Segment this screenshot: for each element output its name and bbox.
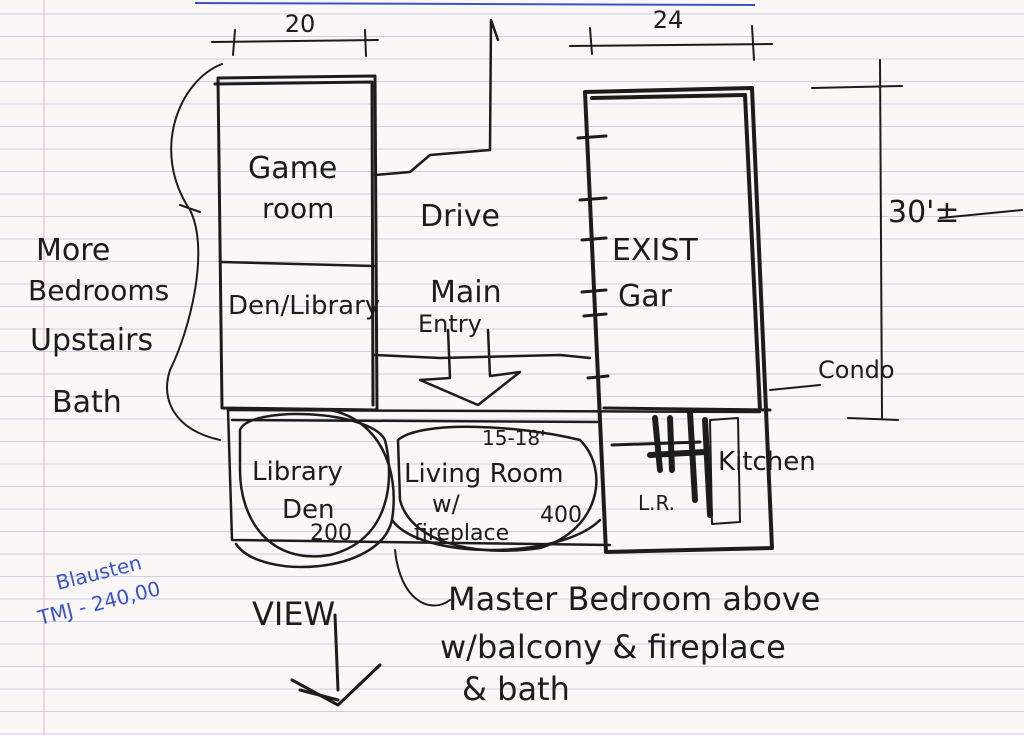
height-dimension xyxy=(811,59,1023,421)
master-note-line-3: & bath xyxy=(462,670,570,708)
left-width-label: 20 xyxy=(285,10,316,38)
living-room-label-2: w/ xyxy=(432,490,461,518)
living-room-label-1: Living Room xyxy=(404,459,564,489)
height-label: 30'± xyxy=(888,195,960,230)
kitchen-counter xyxy=(709,417,741,525)
existing-garage-label-2: Gar xyxy=(618,279,673,314)
game-room-label-2: room xyxy=(262,192,334,225)
living-room-size: 400 xyxy=(540,503,582,528)
view-arrow xyxy=(290,613,382,707)
master-pointer xyxy=(394,549,451,607)
paper-ruling xyxy=(0,13,1024,735)
den-library-label: Den/Library xyxy=(228,291,380,321)
condo-pointer xyxy=(769,384,821,391)
more-bedrooms-label-2: Bedrooms xyxy=(28,274,169,307)
library-den-label-2: Den xyxy=(282,495,335,525)
garage-outline xyxy=(583,86,774,554)
lr-label: L.R. xyxy=(638,491,675,515)
left-width-dimension xyxy=(211,29,379,57)
right-width-label: 24 xyxy=(653,6,684,34)
master-note-line-2: w/balcony & fireplace xyxy=(440,628,786,666)
more-bedrooms-label-1: More xyxy=(36,233,110,268)
top-blue-line xyxy=(194,2,756,6)
existing-garage-label-1: EXIST xyxy=(612,233,698,268)
lower-addition-outline xyxy=(226,408,762,569)
master-note-line-1: Master Bedroom above xyxy=(448,580,820,618)
right-width-dimension xyxy=(569,25,773,61)
drive-outline xyxy=(373,18,592,360)
main-entry-label-1: Main xyxy=(430,275,502,310)
upstairs-bracket xyxy=(166,63,223,441)
entry-arrow xyxy=(418,328,522,407)
kitchen-label: Kitchen xyxy=(718,447,816,477)
more-bedrooms-label-4: Bath xyxy=(52,385,122,420)
bracket-tick xyxy=(179,204,201,213)
library-den-size: 200 xyxy=(310,521,352,546)
garage-tick-marks xyxy=(576,134,610,380)
living-room-label-3: fireplace xyxy=(414,521,509,546)
view-label: VIEW xyxy=(252,595,335,633)
main-entry-label-2: Entry xyxy=(418,310,482,338)
stair-block xyxy=(647,409,713,518)
library-den-label-1: Library xyxy=(252,457,343,487)
condo-label: Condo xyxy=(818,356,895,384)
overhang-label: 15-18' xyxy=(482,426,546,450)
more-bedrooms-label-3: Upstairs xyxy=(30,323,153,358)
drive-label: Drive xyxy=(420,199,500,234)
game-room-label-1: Game xyxy=(248,151,337,186)
